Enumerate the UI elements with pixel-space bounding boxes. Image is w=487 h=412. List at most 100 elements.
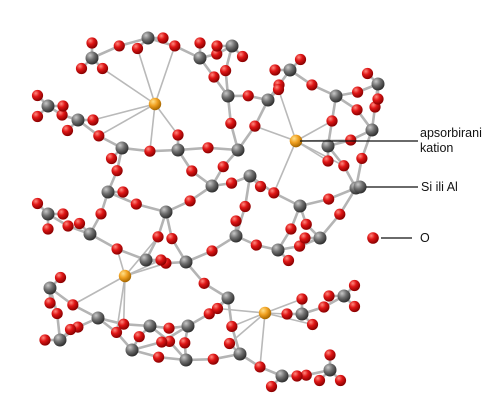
oxygen-atom	[206, 245, 218, 257]
oxygen-atom	[111, 243, 123, 255]
oxygen-atom	[254, 361, 266, 373]
cation-atom	[118, 269, 132, 283]
oxygen-atom	[93, 130, 105, 142]
oxygen-atom	[87, 114, 99, 126]
si-al-atom	[243, 169, 257, 183]
bond	[154, 45, 176, 105]
oxygen-atom	[163, 322, 175, 334]
oxygen-atom	[156, 336, 168, 348]
oxygen-atom	[208, 71, 220, 83]
bond	[115, 275, 126, 334]
bond	[72, 275, 126, 306]
si-al-atom	[141, 31, 155, 45]
si-al-atom	[323, 363, 337, 377]
oxygen-atom	[300, 369, 312, 381]
oxygen-atom	[54, 271, 67, 284]
bond	[277, 88, 297, 142]
si-al-atom	[293, 199, 307, 213]
si-al-atom	[181, 319, 195, 333]
oxygen-atom	[225, 117, 237, 130]
si-al-atom	[313, 231, 327, 245]
si-al-atom	[115, 141, 129, 155]
si-al-atom	[329, 89, 343, 103]
oxygen-atom	[110, 326, 123, 338]
oxygen-atom	[157, 32, 169, 44]
si-al-atom	[231, 143, 245, 157]
cation-atom	[258, 306, 272, 320]
si-al-atom	[337, 289, 351, 303]
si-al-atom	[205, 179, 219, 193]
oxygen-atom	[324, 349, 336, 361]
oxygen-atom	[268, 187, 280, 199]
si-al-atom	[71, 113, 85, 127]
bond	[254, 125, 297, 142]
si-al-atom	[193, 51, 207, 65]
cation-atom	[148, 97, 162, 111]
oxygen-atom	[131, 42, 144, 55]
atom-layer	[31, 31, 385, 393]
oxygen-atom	[39, 334, 51, 346]
oxygen-atom	[352, 86, 364, 98]
oxygen-atom	[31, 89, 44, 102]
bond	[154, 103, 179, 136]
oxygen-atom	[211, 302, 224, 315]
si-al-atom	[41, 207, 55, 221]
si-al-atom	[85, 51, 99, 65]
oxygen-atom	[57, 208, 69, 220]
oxygen-atom	[285, 223, 297, 235]
oxygen-atom	[57, 100, 69, 112]
si-al-atom	[41, 99, 55, 113]
oxygen-atom	[202, 142, 214, 154]
si-al-atom	[221, 291, 235, 305]
oxygen-atom	[281, 308, 293, 320]
oxygen-atom	[236, 50, 249, 63]
oxygen-atom	[326, 115, 338, 127]
oxygen-atom	[133, 331, 145, 343]
oxygen-atom	[152, 231, 164, 243]
oxygen-atom	[42, 223, 54, 235]
si-al-atom	[229, 229, 243, 243]
oxygen-atom	[86, 37, 98, 49]
oxygen-atom	[179, 337, 191, 349]
si-al-atom	[225, 39, 239, 53]
bond	[273, 140, 297, 194]
label-si-al: Si ili Al	[421, 180, 458, 194]
oxygen-atom	[226, 320, 238, 333]
si-al-atom	[43, 281, 57, 295]
oxygen-atom	[61, 124, 74, 137]
oxygen-atom	[130, 198, 142, 210]
oxygen-atom	[334, 374, 347, 387]
oxygen-atom	[372, 93, 384, 105]
oxygen-atom	[117, 186, 129, 198]
oxygen-atom	[323, 193, 335, 205]
si-al-atom	[179, 255, 193, 269]
oxygen-atom	[198, 277, 210, 289]
bond	[122, 275, 126, 325]
oxygen-atom	[269, 64, 281, 76]
oxygen-atom	[111, 165, 123, 177]
oxygen-atom	[172, 129, 184, 141]
oxygen-atom	[73, 217, 86, 230]
si-al-atom	[261, 93, 275, 107]
oxygen-atom	[223, 337, 236, 350]
oxygen-atom	[118, 318, 130, 330]
si-al-atom	[365, 123, 379, 137]
oxygen-atom	[96, 62, 109, 75]
bond	[295, 120, 333, 142]
oxygen-atom	[254, 180, 267, 193]
oxygen-atom	[152, 351, 165, 363]
oxygen-atom	[291, 370, 303, 382]
oxygen-atom	[348, 279, 361, 292]
si-al-atom	[91, 311, 105, 325]
oxygen-atom	[294, 240, 306, 252]
bond	[98, 103, 156, 137]
oxygen-atom	[217, 161, 229, 173]
oxygen-atom	[296, 293, 308, 305]
bond-layer	[36, 36, 380, 388]
oxygen-atom	[318, 301, 330, 313]
si-al-atom	[53, 333, 67, 347]
oxygen-atom	[345, 134, 357, 146]
si-al-atom	[179, 353, 193, 367]
si-al-atom	[143, 319, 157, 333]
